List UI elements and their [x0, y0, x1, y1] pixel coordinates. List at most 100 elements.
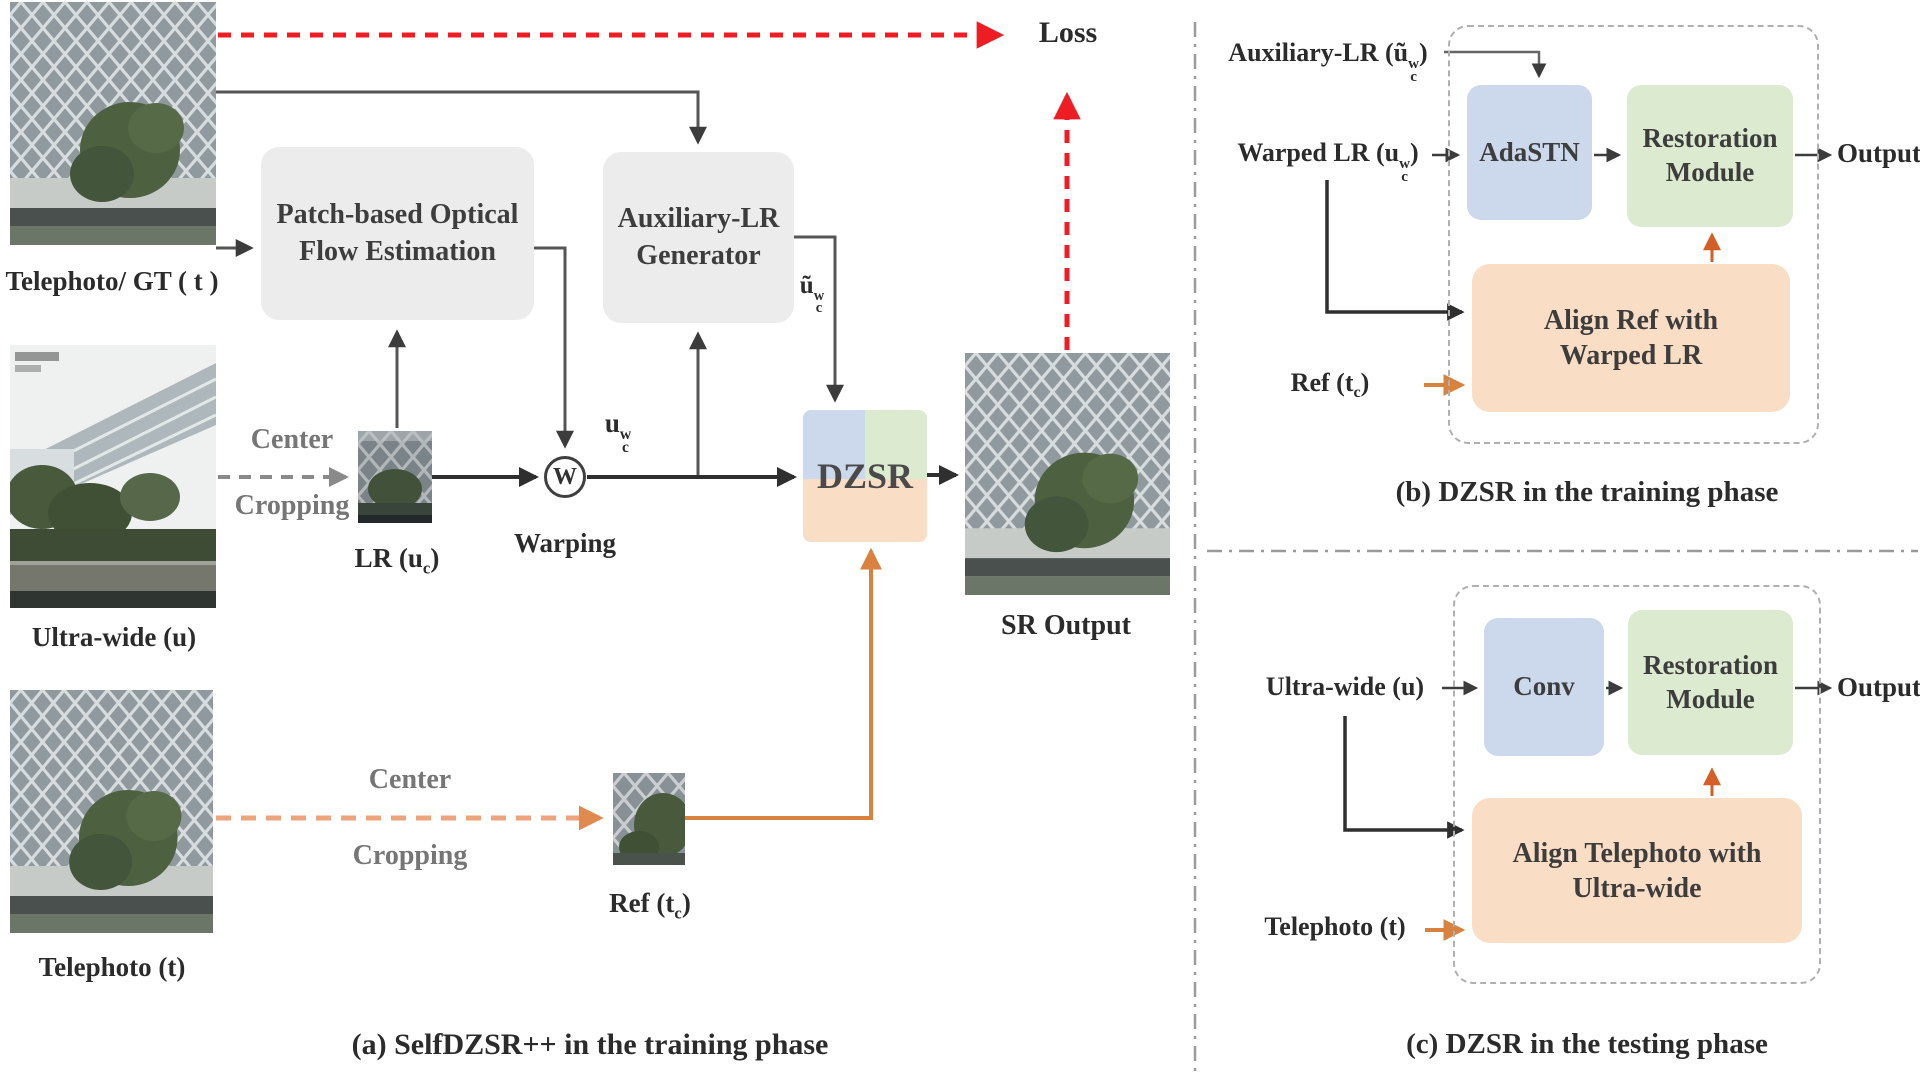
- math-subscript: c: [1353, 384, 1361, 402]
- label-text: ): [1415, 672, 1425, 701]
- math-symbol: t: [665, 888, 675, 918]
- patch-flow-line2: Flow Estimation: [299, 235, 496, 267]
- ref-input-label-b: Ref (tc): [1291, 368, 1370, 402]
- align-ref-box: Align Ref with Warped LR: [1472, 264, 1790, 412]
- math-symbol: ũ: [799, 272, 814, 299]
- math-symbol: ũ: [1393, 38, 1409, 67]
- label-text: ): [1419, 38, 1428, 67]
- math-subscript: c: [674, 903, 682, 923]
- math-symbol: t: [193, 266, 203, 296]
- output-label-b: Output: [1836, 138, 1920, 168]
- math-symbol: u: [604, 408, 620, 438]
- dzsr-training-container: [1448, 25, 1819, 444]
- center-cropping-bottom-line2: Cropping: [352, 840, 468, 871]
- math-subscript: c: [622, 439, 629, 457]
- aux-gen-line2: Generator: [636, 239, 761, 271]
- patch-flow-box: Patch-based Optical Flow Estimation: [261, 147, 534, 320]
- dzsr-green-quadrant: [865, 410, 927, 479]
- align-telephoto-box: Align Telephoto with Ultra-wide: [1472, 798, 1802, 943]
- restoration-line1: Restoration: [1642, 123, 1778, 154]
- restoration-module-box-b: Restoration Module: [1627, 85, 1793, 227]
- math-subscript: c: [815, 299, 823, 316]
- ultra-wide-label: Ultra-wide (u): [32, 622, 196, 653]
- label-text: Ultra-wide (: [1265, 672, 1401, 701]
- label-text: Telephoto (: [1264, 912, 1389, 941]
- telephoto-gt-image: [10, 2, 216, 245]
- warping-symbol: W: [553, 463, 577, 490]
- label-text: Ref (: [1290, 368, 1345, 397]
- warping-node: W: [544, 456, 586, 498]
- dzsr-label: DZSR: [816, 456, 914, 496]
- aux-gen-line1: Auxiliary-LR: [617, 203, 780, 235]
- dzsr-blue-quadrant: [803, 410, 865, 479]
- ref-label: Ref (tc): [609, 888, 691, 923]
- telephoto-label: Telephoto (t): [39, 952, 186, 983]
- lr-image: [358, 431, 432, 523]
- center-cropping-bottom-line1: Center: [368, 764, 452, 795]
- math-symbol: t: [1344, 368, 1354, 397]
- ultra-wide-input-label: Ultra-wide (u): [1266, 672, 1424, 702]
- caption-c: (c) DZSR in the testing phase: [1406, 1028, 1768, 1060]
- label-text: ): [430, 543, 440, 573]
- label-text: Telephoto/ GT (: [5, 266, 194, 296]
- label-text: ): [202, 266, 219, 296]
- telephoto-input-label: Telephoto (t): [1264, 912, 1405, 942]
- center-cropping-top-line2: Cropping: [234, 490, 350, 521]
- dzsr-box: DZSR: [803, 410, 927, 542]
- label-text: Warped LR (: [1237, 138, 1385, 167]
- label-text: ): [187, 622, 197, 652]
- align-ref-line1: Align Ref with: [1543, 305, 1719, 336]
- adastn-box: AdaSTN: [1467, 85, 1592, 220]
- align-telephoto-line2: Ultra-wide: [1572, 872, 1702, 904]
- math-symbol: u: [1384, 138, 1400, 167]
- dzsr-peach-half: [803, 478, 927, 542]
- label-text: Telephoto (: [38, 952, 168, 982]
- label-text: ): [1410, 138, 1419, 167]
- label-text: ): [1397, 912, 1406, 941]
- label-text: Auxiliary-LR (: [1228, 38, 1394, 67]
- math-subscript: c: [1401, 168, 1408, 185]
- math-superscript: w: [813, 287, 825, 304]
- math-superscript: w: [1399, 155, 1411, 172]
- loss-label: Loss: [1038, 16, 1098, 49]
- sr-output-label: SR Output: [1001, 610, 1131, 641]
- label-text: ): [681, 888, 691, 918]
- math-symbol: u: [172, 622, 188, 652]
- math-subscript: c: [1410, 68, 1417, 85]
- label-text: Ultra-wide (: [31, 622, 173, 652]
- label-text: ): [1360, 368, 1370, 397]
- restoration-module-box-c: Restoration Module: [1628, 610, 1793, 755]
- caption-b: (b) DZSR in the training phase: [1395, 476, 1779, 508]
- restoration-line2: Module: [1665, 157, 1755, 187]
- align-ref-line2: Warped LR: [1559, 340, 1703, 371]
- caption-a: (a) SelfDZSR++ in the training phase: [351, 1028, 829, 1061]
- dzsr-testing-container: [1453, 585, 1821, 984]
- restoration-line2: Module: [1666, 683, 1755, 714]
- math-symbol: u: [407, 543, 423, 573]
- math-superscript: w: [619, 426, 632, 444]
- warping-label: Warping: [513, 528, 617, 558]
- label-text: Ref (: [609, 888, 666, 918]
- telephoto-gt-label: Telephoto/ GT ( t ): [5, 266, 218, 297]
- center-cropping-top-line1: Center: [250, 424, 334, 455]
- ultra-wide-image: [10, 345, 216, 608]
- conv-box: Conv: [1484, 618, 1604, 756]
- math-superscript: w: [1408, 55, 1420, 72]
- math-symbol: t: [167, 952, 177, 982]
- math-symbol: t: [1388, 912, 1397, 941]
- label-text: ): [176, 952, 186, 982]
- lr-label: LR (uc): [355, 543, 440, 578]
- telephoto-image: [10, 690, 213, 933]
- math-subscript: c: [422, 558, 431, 578]
- math-symbol: u: [1400, 672, 1416, 701]
- label-text: LR (: [354, 543, 408, 573]
- aux-lr-generator-box: Auxiliary-LR Generator: [603, 152, 794, 323]
- sr-output-image: [965, 353, 1170, 595]
- align-telephoto-line1: Align Telephoto with: [1512, 837, 1762, 869]
